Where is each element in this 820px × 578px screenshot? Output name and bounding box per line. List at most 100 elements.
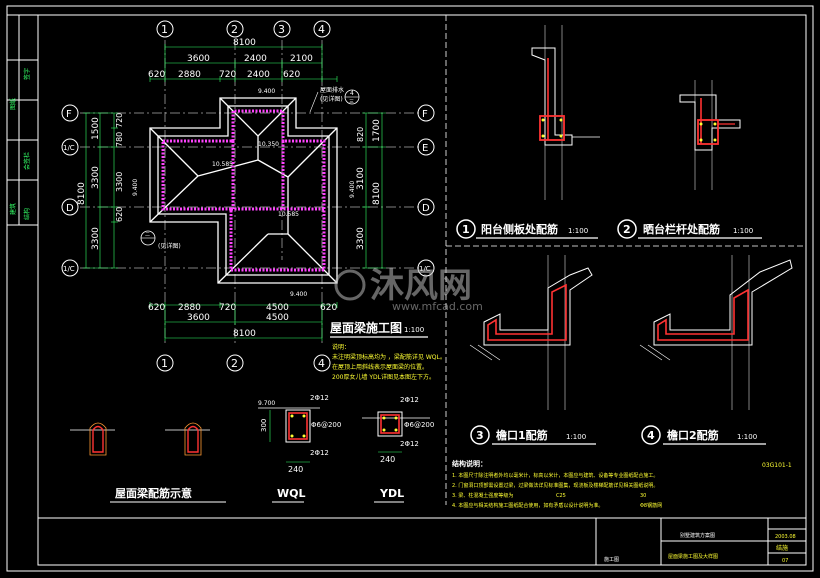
- notes-heading: 结构说明：: [451, 459, 487, 468]
- beam-sample-title: 屋面梁配筋示意: [115, 486, 192, 500]
- watermark-name: 沐风网: [370, 266, 472, 306]
- grid-top-2: 2: [231, 23, 238, 36]
- detail-4-drawing: [639, 255, 793, 410]
- dim-bottom-overall: 8100: [233, 329, 256, 339]
- detail-3-scale: 1:100: [566, 433, 586, 441]
- dim-bottom-4500a: 4500: [266, 303, 289, 313]
- dim-bottom-620a: 620: [148, 303, 165, 313]
- ydl-stirrup: Φ6@200: [404, 421, 434, 429]
- wql-stirrup: Φ6@200: [311, 421, 341, 429]
- grid-top-3: 3: [278, 23, 285, 36]
- callout-see-detail-b: (见详图): [158, 242, 181, 250]
- dim-top-720: 720: [219, 70, 236, 80]
- callout-drain: 屋面排水: [320, 86, 344, 94]
- title-stage: 施工图: [604, 556, 619, 563]
- dim-top-620a: 620: [148, 70, 165, 80]
- dims-bottom-lines: [149, 302, 338, 341]
- title-number: 结施: [776, 544, 788, 552]
- side-strip-label-4: 建筑: [9, 203, 17, 215]
- grid-left-f: F: [66, 109, 72, 120]
- title-block: [37, 517, 807, 566]
- dim-right-8100: 8100: [372, 182, 382, 205]
- title-project: 别墅建筑方案图: [680, 532, 715, 539]
- detail-1-title: 阳台侧板处配筋: [481, 222, 558, 236]
- wql-bottom-bars: 2Φ12: [310, 449, 329, 457]
- detail-3-num: 3: [476, 429, 484, 442]
- detail-1-scale: 1:100: [568, 227, 588, 235]
- detail-4-num: 4: [647, 429, 655, 442]
- ydl-top-bars: 2Φ12: [400, 396, 419, 404]
- detail-3-title-group: 3 檐口1配筋 1:100: [470, 425, 596, 445]
- detail-4-title: 檐口2配筋: [667, 428, 719, 442]
- grid-bubbles-top: [156, 20, 331, 38]
- dim-top-2400b: 2400: [247, 70, 270, 80]
- elev-2: 10.350: [258, 141, 279, 148]
- ydl-label: YDL: [379, 487, 404, 500]
- detail-3-drawing: [469, 255, 593, 410]
- notes-bar-spec: Φ8钢筋网: [640, 502, 662, 509]
- side-strip-label-1: 图纸: [9, 98, 17, 110]
- roof-outline: [149, 97, 338, 284]
- elev-5: 10.585: [278, 211, 299, 218]
- title-drawing: 屋面梁施工图及大样图: [668, 553, 718, 560]
- dims-right-lines: [362, 112, 386, 269]
- plan-note-3: 200厚女儿墙 YDL详图见本图左下方。: [332, 373, 435, 381]
- detail-1-num: 1: [462, 223, 470, 236]
- callout-see-detail-a: (见详图): [320, 95, 343, 103]
- grid-bottom-1: 1: [161, 357, 168, 370]
- detail-4-title-group: 4 檐口2配筋 1:100: [641, 425, 766, 445]
- dim-right-3300: 3300: [356, 227, 366, 250]
- grid-bottom-4: 4: [318, 357, 325, 370]
- grid-left-1c-upper: 1/C: [63, 144, 75, 152]
- detail-4-scale: 1:100: [737, 433, 757, 441]
- dim-right-1700: 1700: [372, 119, 382, 142]
- grid-bubbles-bottom: [156, 354, 331, 372]
- notes-line-3: 3. 梁、柱混凝土强度等级为: [452, 492, 513, 499]
- elevation-marks: 9.400 10.350 10.585 9.400 10.585 9.400 9…: [132, 88, 356, 298]
- detail-2-title-group: 2 晒台栏杆处配筋 1:100: [617, 219, 762, 239]
- dim-top-2880: 2880: [178, 70, 201, 80]
- detail-2-drawing: [679, 80, 741, 190]
- grid-bottom-2: 2: [231, 357, 238, 370]
- notes-code: 03G101-1: [762, 462, 792, 469]
- detail-2-title: 晒台栏杆处配筋: [643, 222, 720, 236]
- dim-top-3600: 3600: [187, 54, 210, 64]
- elev-6: 9.400: [290, 291, 307, 298]
- grid-bubbles-right: [417, 104, 435, 277]
- watermark: 沐风网 www.mfcad.com: [334, 266, 483, 313]
- dim-bottom-4500b: 4500: [266, 313, 289, 323]
- notes-line-2: 2. 门窗洞口顶部需设置过梁，过梁做法详见标准图集，现浇板及楼梯配筋详见相关图纸…: [452, 482, 658, 489]
- grid-right-f: F: [422, 109, 428, 120]
- detail-1-title-group: 1 阳台侧板处配筋 1:100: [456, 219, 598, 239]
- dims-top-lines: [149, 44, 338, 82]
- grid-bubbles-left: [61, 104, 79, 277]
- dim-top-2400: 2400: [244, 54, 267, 64]
- plan-callouts: 屋面排水 (见详图) 4 三 二 (见详图): [140, 86, 360, 250]
- dim-bottom-620b: 620: [320, 303, 337, 313]
- plan-scale: 1:100: [404, 326, 424, 334]
- dim-left-overall: 8100: [77, 182, 87, 205]
- side-strip-label-5: 结构: [23, 208, 31, 220]
- callout-bubble-4: 4: [350, 90, 354, 97]
- wql-section: 9.700 2Φ12 2Φ12 Φ6@200 300 240 WQL: [258, 394, 341, 503]
- dim-right-3100: 3100: [356, 167, 366, 190]
- notes-line-1: 1. 本图尺寸除注明者外均以毫米计，标高以米计，本图应与建筑、设备等专业图纸配合…: [452, 472, 658, 479]
- plan-title: 屋面梁施工图: [330, 320, 402, 335]
- notes-line-4: 4. 本图应与相关结构施工图纸配合使用，如有矛盾以设计说明为准。: [452, 502, 603, 509]
- dim-left-1500: 1500: [91, 117, 101, 140]
- grid-left-d: D: [66, 203, 74, 214]
- dim-left-3300a: 3300: [91, 166, 101, 189]
- general-notes: 结构说明： 1. 本图尺寸除注明者外均以毫米计，标高以米计，本图应与建筑、设备等…: [451, 459, 792, 509]
- wql-top-bars: 2Φ12: [310, 394, 329, 402]
- grid-top-4: 4: [318, 23, 325, 36]
- elev-1: 9.400: [258, 88, 275, 95]
- roof-beams: [161, 109, 326, 272]
- elev-4: 9.400: [132, 179, 139, 196]
- wql-width: 240: [288, 465, 303, 474]
- wql-label: WQL: [277, 487, 306, 500]
- dim-left-780: 780: [115, 132, 124, 147]
- ydl-section: 2Φ12 2Φ12 Φ6@200 240 YDL: [362, 396, 434, 503]
- side-strip-label-3: 会签栏: [23, 152, 31, 170]
- grid-top-1: 1: [161, 23, 168, 36]
- side-strip: 图纸 签字 会签栏 建筑 结构: [9, 68, 31, 220]
